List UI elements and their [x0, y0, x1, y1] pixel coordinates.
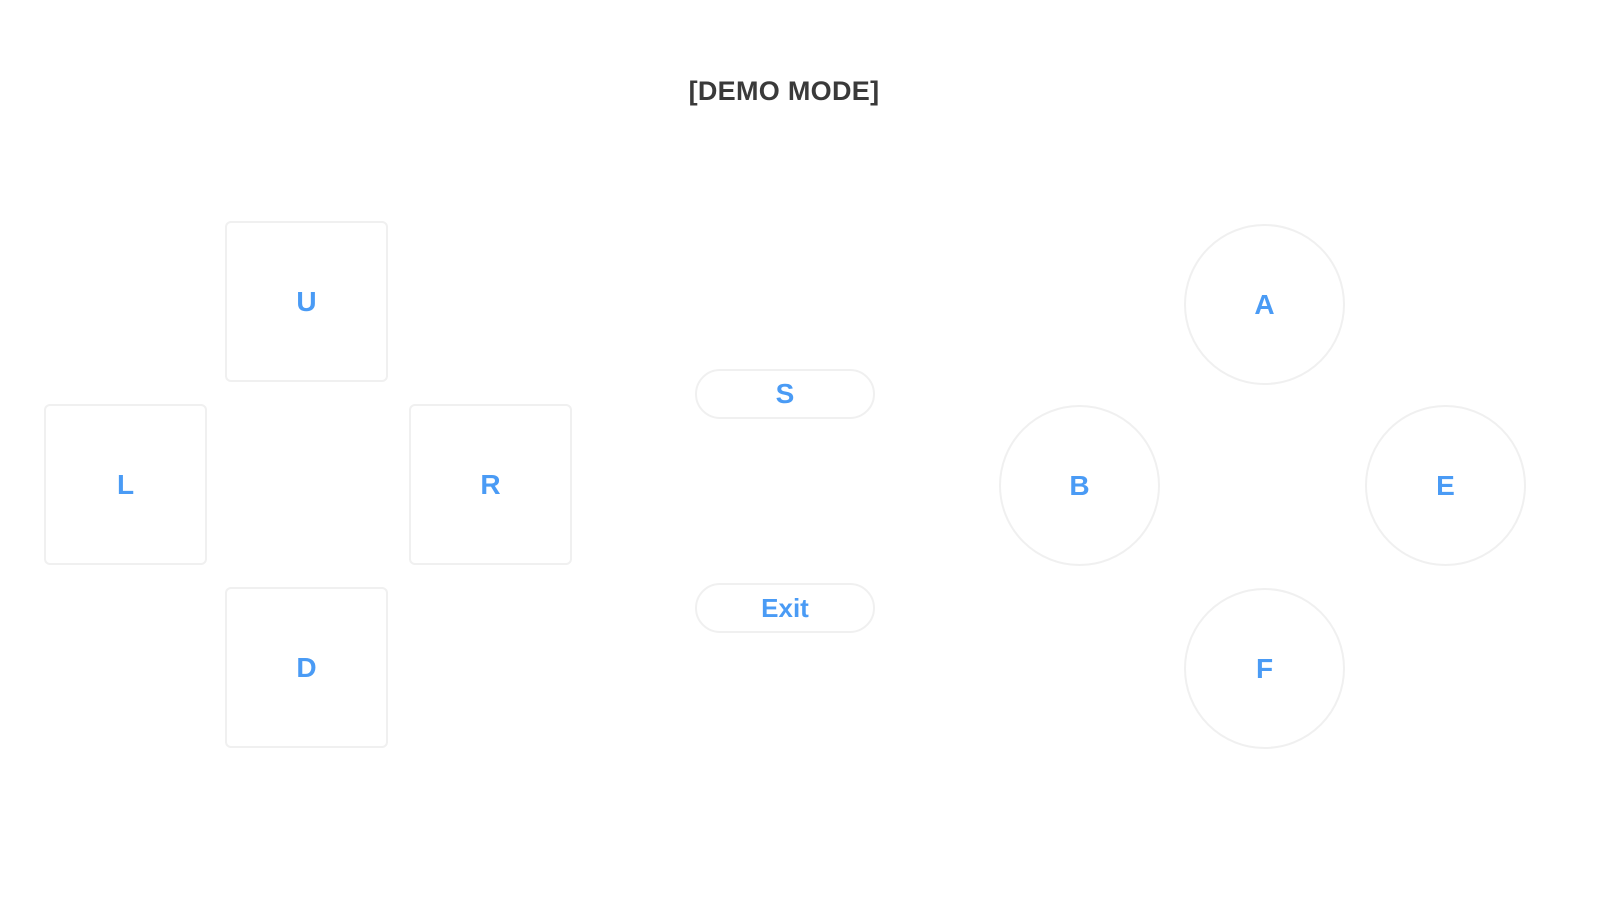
- dpad-up-label: U: [296, 285, 317, 317]
- dpad-down-label: D: [296, 651, 317, 683]
- dpad-button-right[interactable]: R: [409, 404, 572, 565]
- action-b-label: B: [1069, 469, 1090, 501]
- exit-button[interactable]: Exit: [695, 583, 875, 633]
- page-title: [DEMO MODE]: [688, 76, 880, 106]
- action-a-label: A: [1254, 288, 1275, 320]
- start-button-label: S: [775, 378, 795, 409]
- exit-button-label: Exit: [761, 593, 809, 623]
- action-button-f[interactable]: F: [1184, 588, 1345, 749]
- start-button[interactable]: S: [695, 369, 875, 419]
- dpad-left-label: L: [116, 468, 135, 500]
- action-e-label: E: [1436, 469, 1455, 501]
- action-button-b[interactable]: B: [999, 405, 1160, 566]
- action-f-label: F: [1255, 652, 1274, 684]
- action-button-e[interactable]: E: [1365, 405, 1526, 566]
- dpad-button-down[interactable]: D: [225, 587, 388, 748]
- dpad-button-up[interactable]: U: [225, 221, 388, 382]
- dpad-right-label: R: [480, 468, 501, 500]
- dpad-button-left[interactable]: L: [44, 404, 207, 565]
- action-button-a[interactable]: A: [1184, 224, 1345, 385]
